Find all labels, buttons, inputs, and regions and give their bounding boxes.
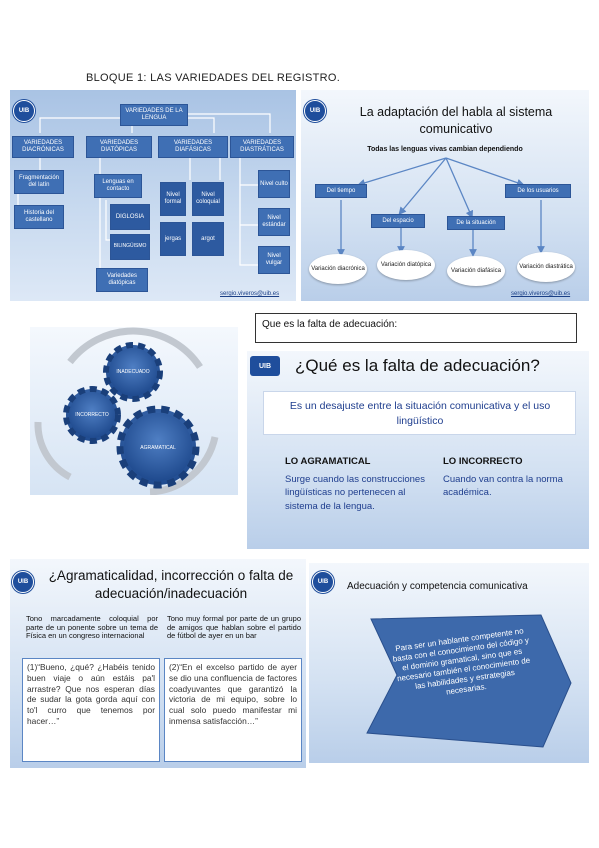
gear-label-incorrecto: INCORRECTO — [75, 412, 109, 418]
slide-subtitle: Todas las lenguas vivas cambian dependie… — [367, 146, 523, 153]
gear-label-inadecuado: INADECUADO — [116, 369, 150, 375]
arc-arrow-bottom — [149, 436, 219, 495]
uib-logo: UIB — [12, 571, 34, 593]
right-example: (2)“En el excelso partido de ayer se dio… — [169, 662, 297, 726]
gears-graphic — [34, 327, 219, 495]
slide-varieties-diagram: UIB VARIEDADES DE LA LENGUA VARIEDADES D… — [10, 90, 296, 301]
box-lenguas-contacto: Lenguas en contacto — [94, 174, 142, 198]
right-example-box: (2)“En el excelso partido de ayer se dio… — [164, 658, 302, 762]
arrows — [337, 157, 545, 257]
box-diastraticas: VARIEDADES DIASTRÁTICAS — [230, 136, 294, 158]
box-variedades-lengua: VARIEDADES DE LA LENGUA — [120, 104, 188, 126]
box-fragmentacion-latin: Fragmentación del latín — [14, 170, 64, 194]
result-diatopica: Variación diatópica — [377, 250, 435, 280]
definition-text: Es un desajuste entre la situación comun… — [289, 400, 551, 427]
page-title: BLOQUE 1: LAS VARIEDADES DEL REGISTRO. — [86, 72, 341, 84]
definition-box: Es un desajuste entre la situación comun… — [263, 391, 576, 435]
box-diatopicas: VARIEDADES DIATÓPICAS — [86, 136, 152, 158]
question-text: Que es la falta de adecuación: — [262, 319, 398, 330]
box-diglosia: DIGLOSIA — [110, 204, 150, 230]
email-link[interactable]: sergio.viveros@uib.es — [511, 291, 571, 297]
gear-agramatical — [116, 405, 200, 489]
branch-espacio: Del espacio — [371, 214, 425, 228]
result-diacronica: Variación diacrónica — [309, 254, 367, 284]
slide-title: Adecuación y competencia comunicativa — [347, 581, 528, 592]
question-box: Que es la falta de adecuación: — [255, 313, 577, 343]
box-jergas: jergas — [160, 222, 186, 256]
box-nivel-formal: Nivel formal — [160, 182, 186, 216]
chevron-shape — [366, 614, 572, 748]
slide-agramaticalidad: UIB ¿Agramaticalidad, incorrección o fal… — [10, 559, 306, 768]
slide-falta-adecuacion: UIB ¿Qué es la falta de adecuación? Es u… — [247, 351, 589, 549]
slide-gears: INADECUADO INCORRECTO AGRAMATICAL — [30, 327, 238, 495]
gear-label-agramatical: AGRAMATICAL — [140, 445, 176, 451]
uib-logo: UIB — [250, 356, 280, 376]
email-link[interactable]: sergio.viveros@uib.es — [220, 291, 280, 297]
box-bilinguismo: BILINGÜISMO — [110, 234, 150, 260]
box-nivel-vulgar: Nivel vulgar — [258, 246, 290, 274]
box-variedades-diatopicas: Variedades diatópicas — [96, 268, 148, 292]
slide-competencia: UIB Adecuación y competencia comunicativ… — [309, 563, 589, 763]
uib-logo: UIB — [304, 100, 326, 122]
box-nivel-coloquial: Nivel coloquial — [192, 182, 224, 216]
box-nivel-culto: Nivel culto — [258, 170, 290, 198]
branch-situacion: De la situación — [447, 216, 505, 230]
uib-logo: UIB — [13, 100, 35, 122]
slide-title: La adaptación del habla al sistema comun… — [359, 105, 553, 136]
branch-tiempo: Del tiempo — [315, 184, 367, 198]
slide-title: ¿Qué es la falta de adecuación? — [295, 356, 540, 375]
branch-usuarios: De los usuarios — [505, 184, 571, 198]
gear-incorrecto — [63, 386, 121, 444]
uib-logo: UIB — [312, 571, 334, 593]
right-intro: Tono muy formal por parte de un grupo de… — [167, 614, 301, 641]
box-argot: argot — [192, 222, 224, 256]
gear-inadecuado — [103, 342, 163, 402]
slide-title: ¿Agramaticalidad, incorrección o falta d… — [48, 568, 294, 601]
result-diastratica: Variación diastrática — [517, 252, 575, 282]
result-diafasica: Variación diafásica — [447, 256, 505, 286]
heading-incorrecto: LO INCORRECTO — [443, 456, 523, 467]
left-example: (1)“Bueno, ¿qué? ¿Habéis tenido buen via… — [27, 662, 155, 726]
arc-arrow-left — [34, 421, 72, 481]
text-agramatical: Surge cuando las construcciones lingüíst… — [285, 474, 425, 512]
left-example-box: (1)“Bueno, ¿qué? ¿Habéis tenido buen via… — [22, 658, 160, 762]
heading-agramatical: LO AGRAMATICAL — [285, 456, 371, 467]
box-nivel-estandar: Nivel estándar — [258, 208, 290, 236]
slide-habla-adaptacion: UIB La adaptación del habla al sistema c… — [301, 90, 589, 301]
text-incorrecto: Cuando van contra la norma académica. — [443, 474, 563, 499]
box-diacronicas: VARIEDADES DIACRÓNICAS — [12, 136, 74, 158]
left-intro: Tono marcadamente coloquial por parte de… — [26, 614, 158, 641]
arc-arrow-top — [67, 327, 203, 369]
box-historia-castellano: Historia del castellano — [14, 205, 64, 229]
box-diafasicas: VARIEDADES DIAFÁSICAS — [158, 136, 228, 158]
